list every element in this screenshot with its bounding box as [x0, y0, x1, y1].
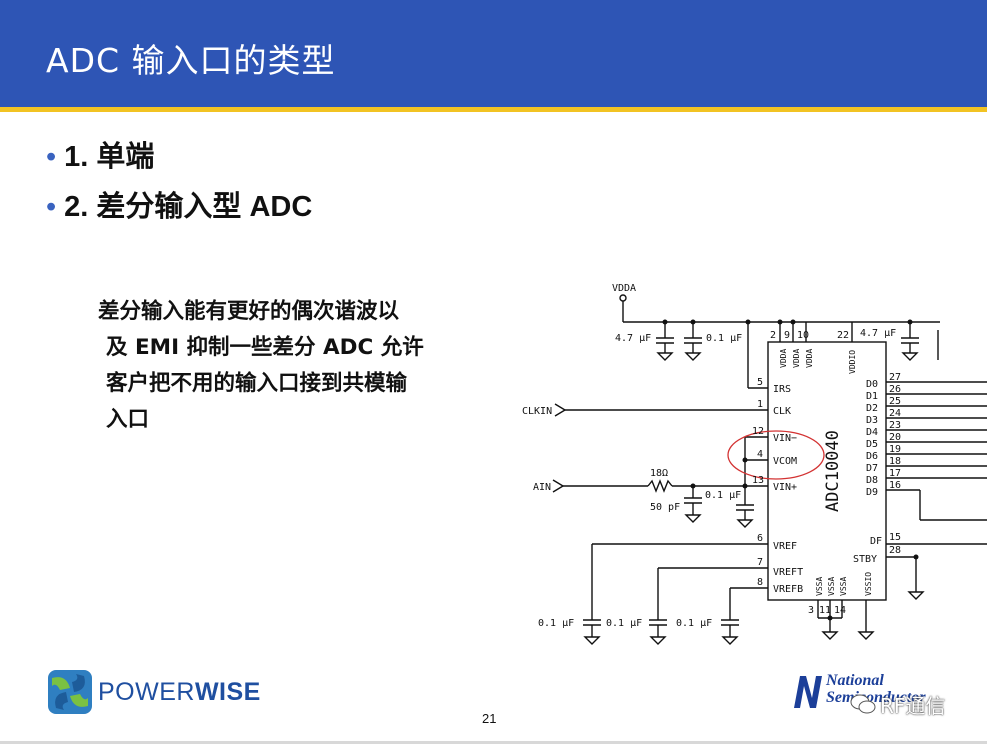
- cap-label: 0.1 μF: [676, 618, 712, 629]
- pin-number: 20: [889, 432, 901, 443]
- pin-name: D9: [866, 487, 878, 498]
- pin-name: VIN+: [773, 482, 797, 493]
- cap-label: 50 pF: [650, 502, 680, 513]
- pin-number: 26: [889, 384, 901, 395]
- cap-label: 4.7 μF: [615, 333, 651, 344]
- pin-number: 4: [757, 449, 763, 460]
- vcom-highlight-mark: [727, 430, 825, 480]
- pin-number: 24: [889, 408, 901, 419]
- cap-label: 4.7 μF: [860, 328, 896, 339]
- pin-number: 16: [889, 480, 901, 491]
- pin-name: VREFT: [773, 567, 803, 578]
- watermark: RF通信: [880, 694, 946, 718]
- header-rule: [0, 107, 987, 112]
- ain-label: AIN: [533, 482, 551, 493]
- powerwise-logo-icon: [48, 670, 92, 714]
- bullet-dot: •: [46, 191, 57, 223]
- pin-name: D6: [866, 451, 878, 462]
- pin-name: VREF: [773, 541, 797, 552]
- pin-number: 23: [889, 420, 901, 431]
- pin-number: 25: [889, 396, 901, 407]
- national-semiconductor-logo-icon: [794, 676, 822, 708]
- pin-name: DF: [870, 536, 882, 547]
- pin-number: 2: [770, 330, 776, 341]
- pin-number: 13: [752, 475, 764, 486]
- pin-number: 12: [752, 426, 764, 437]
- wechat-icon: [850, 694, 876, 714]
- adc-chip-body: [767, 341, 887, 601]
- cap-label: 0.1 μF: [706, 333, 742, 344]
- pin-number: 19: [889, 444, 901, 455]
- pin-name: VSSIO: [864, 572, 873, 596]
- pin-number: 9: [784, 330, 790, 341]
- description-line: 差分输入能有更好的偶次谐波以: [98, 299, 400, 324]
- pin-name: VREFB: [773, 584, 803, 595]
- pin-number: 22: [837, 330, 849, 341]
- pin-name: VDDIO: [848, 350, 857, 374]
- pin-number: 18: [889, 456, 901, 467]
- pin-name: CLK: [773, 406, 791, 417]
- bullet-text: 2. 差分输入型 ADC: [64, 191, 313, 223]
- vdda-supply-label: VDDA: [612, 283, 636, 294]
- resistor-label: 18Ω: [650, 468, 668, 479]
- bullet-text: 1. 单端: [64, 141, 155, 173]
- footer-rule: [0, 741, 987, 744]
- pin-name: D4: [866, 427, 878, 438]
- description-paragraph: 差分输入能有更好的偶次谐波以 及 EMI 抑制一些差分 ADC 允许 客户把不用…: [98, 294, 508, 438]
- bullet-item: •2. 差分输入型 ADC: [46, 183, 312, 225]
- pin-name: D3: [866, 415, 878, 426]
- pin-name: VSSA: [839, 577, 848, 596]
- pin-number: 11: [819, 605, 831, 616]
- pin-number: 27: [889, 372, 901, 383]
- slide-header: [0, 0, 987, 107]
- pin-name: VSSA: [827, 577, 836, 596]
- bullet-dot: •: [46, 141, 57, 173]
- page-number: 21: [482, 711, 497, 726]
- pin-name: VDDA: [805, 349, 814, 368]
- cap-label: 0.1 μF: [538, 618, 574, 629]
- pin-number: 14: [834, 605, 846, 616]
- pin-name: D7: [866, 463, 878, 474]
- pin-number: 1: [757, 399, 763, 410]
- pin-name: D0: [866, 379, 878, 390]
- pin-name: D1: [866, 391, 878, 402]
- pin-name: VCOM: [773, 456, 797, 467]
- slide-title: ADC 输入口的类型: [46, 41, 336, 80]
- chip-name: ADC10040: [823, 430, 843, 512]
- bullet-item: •1. 单端: [46, 133, 154, 175]
- pin-name: VIN−: [773, 433, 797, 444]
- pin-number: 3: [808, 605, 814, 616]
- description-line: 入口: [106, 407, 150, 432]
- pin-number: 8: [757, 577, 763, 588]
- pin-number: 7: [757, 557, 763, 568]
- adc-circuit-diagram: VDDA 4.7 μF 0.1 μF 4.7 μF CLKIN AIN 18Ω …: [522, 283, 987, 645]
- cap-label: 0.1 μF: [606, 618, 642, 629]
- pin-name: D2: [866, 403, 878, 414]
- pin-name: VDDA: [792, 349, 801, 368]
- pin-name: STBY: [853, 554, 877, 565]
- pin-number: 10: [797, 330, 809, 341]
- powerwise-wordmark: POWERWISE: [98, 678, 261, 706]
- pin-number: 17: [889, 468, 901, 479]
- pin-name: D5: [866, 439, 878, 450]
- pin-name: VSSA: [815, 577, 824, 596]
- description-line: 客户把不用的输入口接到共模输: [106, 371, 408, 396]
- pin-number: 5: [757, 377, 763, 388]
- pin-name: VDDA: [779, 349, 788, 368]
- pin-name: IRS: [773, 384, 791, 395]
- pin-number: 28: [889, 545, 901, 556]
- clkin-label: CLKIN: [522, 406, 552, 417]
- pin-name: D8: [866, 475, 878, 486]
- cap-label: 0.1 μF: [705, 490, 741, 501]
- description-line: 及 EMI 抑制一些差分 ADC 允许: [106, 335, 424, 360]
- pin-number: 6: [757, 533, 763, 544]
- pin-number: 15: [889, 532, 901, 543]
